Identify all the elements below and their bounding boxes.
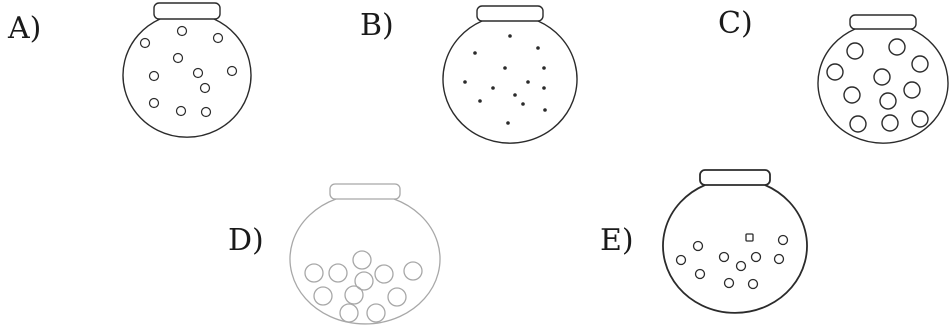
jar-e-body — [662, 184, 808, 314]
jar-e-lid — [699, 169, 771, 186]
particle — [139, 37, 151, 49]
option-d[interactable]: D) — [228, 183, 441, 325]
particle — [192, 67, 204, 79]
jar-c-lid — [849, 14, 917, 30]
jar-b-body — [442, 20, 578, 144]
jar-a-particles — [139, 25, 238, 118]
option-b-label: B) — [360, 8, 394, 43]
jar-c-body — [817, 28, 949, 144]
particle — [352, 250, 372, 270]
particle — [718, 251, 730, 263]
particle — [328, 263, 348, 283]
particle — [387, 287, 407, 307]
particle — [873, 68, 891, 86]
particle — [508, 34, 512, 38]
particle — [148, 70, 160, 82]
particle — [773, 253, 785, 265]
jar-d-lid — [329, 183, 401, 200]
jar-a-body — [122, 18, 252, 138]
jar-b — [442, 5, 578, 144]
particle — [543, 108, 547, 112]
jar-b-lid — [476, 5, 544, 22]
jar-a — [122, 2, 252, 138]
particle — [503, 66, 507, 70]
option-a[interactable]: A) — [7, 2, 252, 138]
particle — [473, 51, 477, 55]
jar-b-particles — [463, 34, 547, 125]
particle — [735, 260, 747, 272]
jar-e-particles — [675, 233, 789, 290]
jar-d — [289, 183, 441, 325]
particle — [175, 105, 187, 117]
particle — [750, 251, 762, 263]
particle — [526, 80, 530, 84]
particle — [366, 303, 386, 323]
particle — [226, 65, 238, 77]
jar-e — [662, 169, 808, 314]
option-c[interactable]: C) — [718, 6, 949, 144]
option-d-label: D) — [228, 223, 264, 258]
particle — [344, 285, 364, 305]
particle — [694, 268, 706, 280]
particle — [313, 286, 333, 306]
particle — [542, 86, 546, 90]
option-a-label: A) — [7, 11, 41, 46]
particle — [542, 66, 546, 70]
particle — [176, 25, 188, 37]
particle — [745, 233, 754, 242]
option-b[interactable]: B) — [360, 5, 578, 144]
particle — [212, 32, 224, 44]
particle — [403, 261, 423, 281]
particle — [374, 264, 394, 284]
particle — [200, 106, 212, 118]
particle — [723, 277, 735, 289]
particle — [881, 114, 899, 132]
particle — [747, 278, 759, 290]
particle — [199, 82, 211, 94]
particle — [846, 42, 864, 60]
particle — [826, 63, 844, 81]
particle — [148, 97, 160, 109]
particle — [888, 38, 906, 56]
particle — [478, 99, 482, 103]
particle — [777, 234, 789, 246]
particle — [843, 86, 861, 104]
jar-d-particles — [304, 250, 423, 323]
particle — [849, 115, 867, 133]
jar-a-lid — [153, 2, 221, 20]
particle — [172, 52, 184, 64]
particle — [911, 55, 929, 73]
option-e-label: E) — [600, 223, 634, 258]
particle — [879, 92, 897, 110]
particle — [463, 80, 467, 84]
particle — [521, 102, 525, 106]
particle — [536, 46, 540, 50]
particle — [339, 303, 359, 323]
particle — [675, 254, 687, 266]
particle — [506, 121, 510, 125]
jar-d-body — [289, 198, 441, 325]
option-e[interactable]: E) — [600, 169, 808, 314]
particle — [692, 240, 704, 252]
jar-c-particles — [826, 38, 929, 133]
particle — [903, 81, 921, 99]
option-c-label: C) — [718, 6, 753, 41]
particle — [911, 110, 929, 128]
particle — [304, 263, 324, 283]
jar-c — [817, 14, 949, 144]
particle — [513, 93, 517, 97]
particle — [354, 271, 374, 291]
particle — [491, 86, 495, 90]
